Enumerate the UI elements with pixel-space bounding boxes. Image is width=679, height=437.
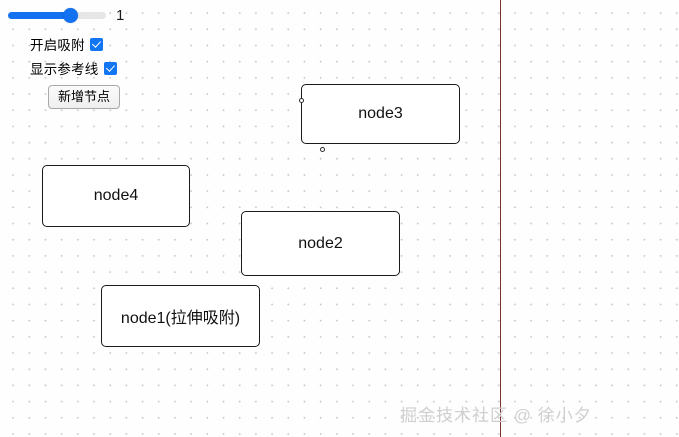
scale-slider-row: 1 [8, 5, 124, 27]
slider-fill [8, 12, 70, 19]
canvas-node-node2[interactable]: node2 [241, 211, 400, 276]
node-label: node4 [93, 187, 139, 204]
watermark: 掘金技术社区 @ 徐小夕 [400, 406, 592, 425]
canvas-node-node4[interactable]: node4 [42, 165, 190, 227]
node-label: node2 [298, 234, 343, 252]
node-label: node3 [358, 105, 403, 122]
resize-handle-left[interactable] [299, 98, 304, 103]
slider-thumb[interactable] [63, 8, 78, 23]
vertical-guideline [500, 0, 501, 437]
slider-value-label: 1 [116, 7, 125, 24]
checkbox-label-enable-snap: 开启吸附 [30, 38, 85, 53]
checkbox-label-show-guideline: 显示参考线 [30, 62, 99, 77]
canvas-node-node3[interactable]: node3 [299, 84, 460, 152]
show-guideline-checkbox[interactable] [103, 61, 117, 75]
checkbox-row-show-guideline: 显示参考线 [30, 58, 117, 78]
scale-slider[interactable] [8, 5, 106, 27]
resize-handle-bottom[interactable] [320, 147, 325, 152]
checkbox-row-enable-snap: 开启吸附 [30, 34, 103, 54]
canvas-node-node1[interactable]: node1(拉伸吸附) [101, 285, 260, 347]
node-label: node1(拉伸吸附) [120, 310, 241, 327]
add-node-button[interactable]: 新增节点 [48, 85, 121, 109]
enable-snap-checkbox[interactable] [89, 37, 103, 51]
